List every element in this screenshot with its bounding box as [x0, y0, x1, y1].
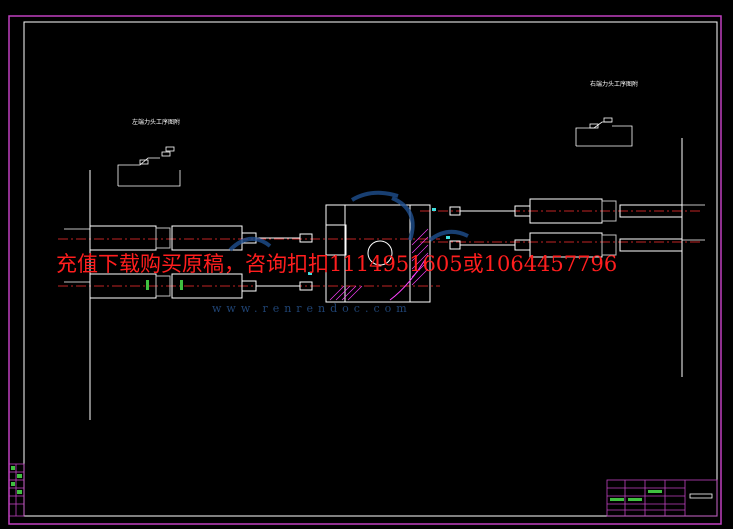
- purchase-overlay-text: 充值下载购买原稿，咨询扣扣1114951605或1064457796: [56, 252, 618, 276]
- cutter-arc: [389, 254, 429, 301]
- outer-frame: [8, 15, 722, 525]
- left-lower-cylinder: [89, 273, 313, 299]
- base-markers: [64, 204, 705, 283]
- green-markers: [146, 280, 183, 290]
- right-diagram-title: 右端力头工序图附: [590, 81, 639, 88]
- title-block: [606, 479, 718, 517]
- workpiece-body: [325, 204, 431, 303]
- hatch-sections: [329, 228, 429, 301]
- left-diagram-title: 左端力头工序图附: [132, 119, 181, 126]
- center-lines: [58, 210, 700, 287]
- title-block-green-cells: [610, 490, 662, 501]
- cyan-markers: [308, 208, 450, 275]
- inner-frame: [23, 21, 718, 517]
- watermark-logo: [228, 190, 469, 252]
- right-upper-cylinder: [449, 198, 683, 224]
- left-process-sketch: [117, 146, 181, 187]
- right-process-sketch: [575, 117, 633, 147]
- left-upper-cylinder: [89, 225, 313, 251]
- watermark-url: www.renrendoc.com: [212, 302, 412, 315]
- revision-table-green-cells: [11, 466, 22, 494]
- right-lower-cylinder: [449, 232, 683, 258]
- revision-table: [8, 463, 25, 517]
